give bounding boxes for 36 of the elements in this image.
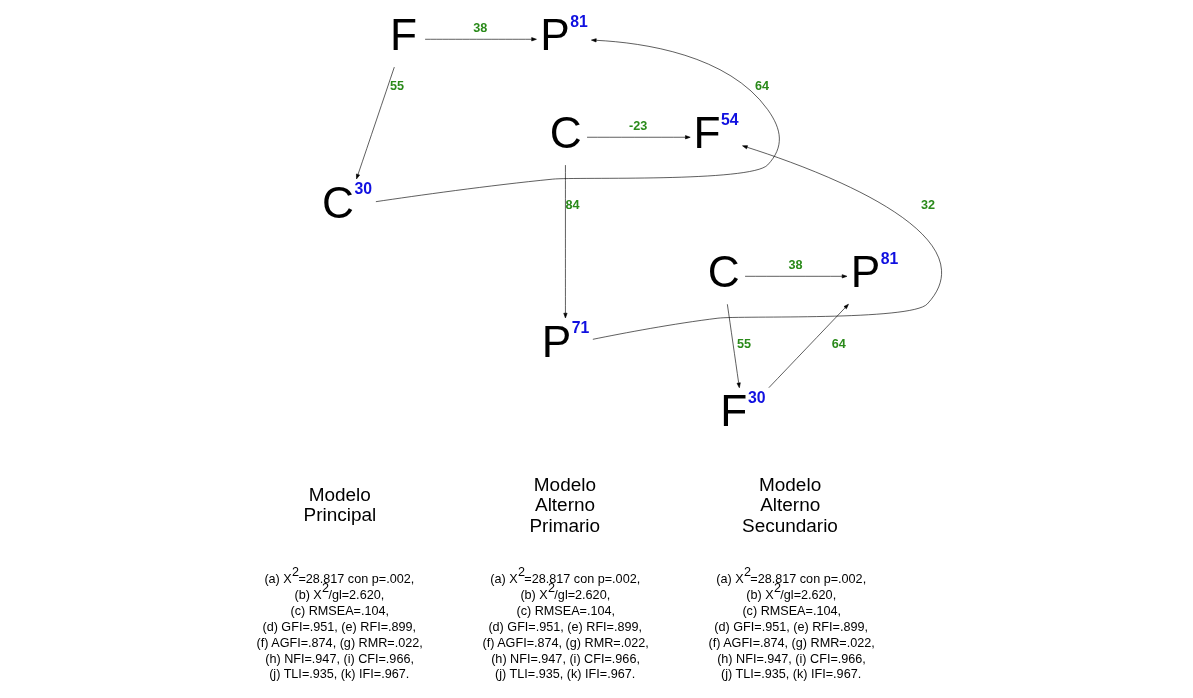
edge-label: 84 [564, 197, 579, 212]
node-text: F [719, 386, 747, 436]
edge-label: 32 [920, 197, 935, 212]
arrow [424, 37, 537, 42]
node-label: 81 [569, 12, 588, 30]
node-text: F [389, 10, 417, 60]
node-label: 30 [353, 180, 372, 198]
arrow [375, 38, 780, 202]
label: Modelo Principal [303, 483, 376, 526]
edge-label: 38 [472, 21, 487, 36]
node-text: P [539, 10, 570, 60]
edge-label: 64 [831, 337, 846, 352]
node-label: 54 [720, 110, 739, 128]
edge-label: 64 [754, 79, 769, 94]
node-text: C [321, 177, 354, 227]
node-text: P [850, 247, 880, 297]
node-text: F [692, 108, 720, 158]
node-label: 81 [880, 249, 898, 267]
node-text: C [707, 247, 740, 297]
arrow [562, 164, 567, 319]
edge-label: 55 [736, 337, 751, 352]
arrow [726, 303, 741, 389]
edge-label: 38 [787, 258, 802, 273]
arrow [592, 145, 942, 340]
edge-label: -23 [628, 118, 647, 133]
node-text: P [541, 316, 571, 366]
label: Modelo Alterno Secundario [741, 473, 838, 536]
node-text: C [549, 108, 582, 158]
arrow [586, 135, 690, 140]
label: Modelo Alterno Primario [528, 473, 600, 536]
node-label: 30 [747, 388, 766, 406]
arrow [744, 274, 847, 279]
edge-label: 55 [389, 79, 404, 94]
arrow [768, 303, 849, 389]
node-label: 71 [571, 319, 589, 337]
arrow [355, 66, 395, 180]
